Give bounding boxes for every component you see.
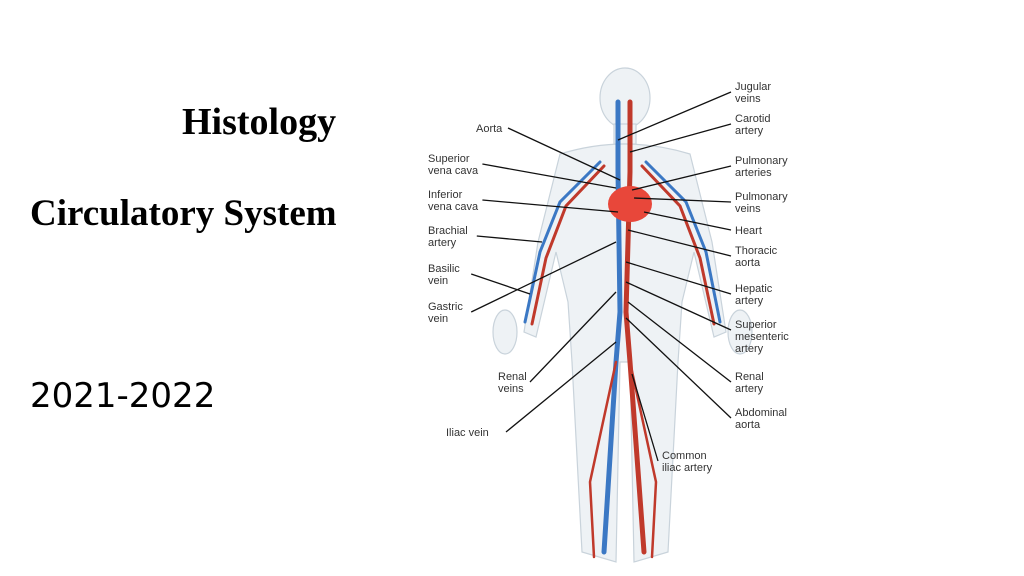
leader-iliac-vein	[505, 341, 617, 433]
arm-artery-right	[640, 164, 716, 326]
label-iliac-vein: Iliac vein	[446, 427, 489, 439]
heart-shape	[608, 186, 652, 222]
leader-thoracic	[627, 229, 732, 257]
arm-artery-left	[530, 164, 606, 326]
leader-renal-artery	[627, 301, 732, 383]
leader-ivc	[482, 199, 619, 213]
academic-year: 2021-2022	[30, 376, 216, 416]
body-silhouette	[492, 67, 753, 563]
leader-carotid	[629, 123, 732, 153]
slide-subtitle: Circulatory System	[30, 193, 337, 234]
leader-common-iliac	[631, 373, 659, 462]
leader-svc	[482, 163, 617, 189]
leader-renal-veins	[529, 291, 617, 383]
leader-basilic	[470, 273, 531, 295]
leg-vessels	[588, 360, 658, 559]
leader-gastric	[470, 241, 617, 313]
leader-jugular	[617, 91, 732, 141]
leader-pulm-arteries	[631, 165, 732, 191]
leader-sup-mes	[625, 281, 732, 331]
aorta-path	[623, 99, 647, 555]
leader-hepatic	[625, 261, 732, 295]
slide-title: Histology	[182, 101, 337, 143]
leader-aorta	[507, 127, 621, 181]
label-heart: Heart	[735, 225, 762, 237]
vena-cava	[601, 99, 623, 555]
leader-pulm-veins	[633, 197, 732, 203]
leader-lines	[470, 91, 732, 462]
label-aorta: Aorta	[476, 123, 503, 135]
leader-heart	[643, 211, 732, 231]
leader-abd-aorta	[625, 317, 732, 419]
leader-brachial	[476, 235, 543, 243]
